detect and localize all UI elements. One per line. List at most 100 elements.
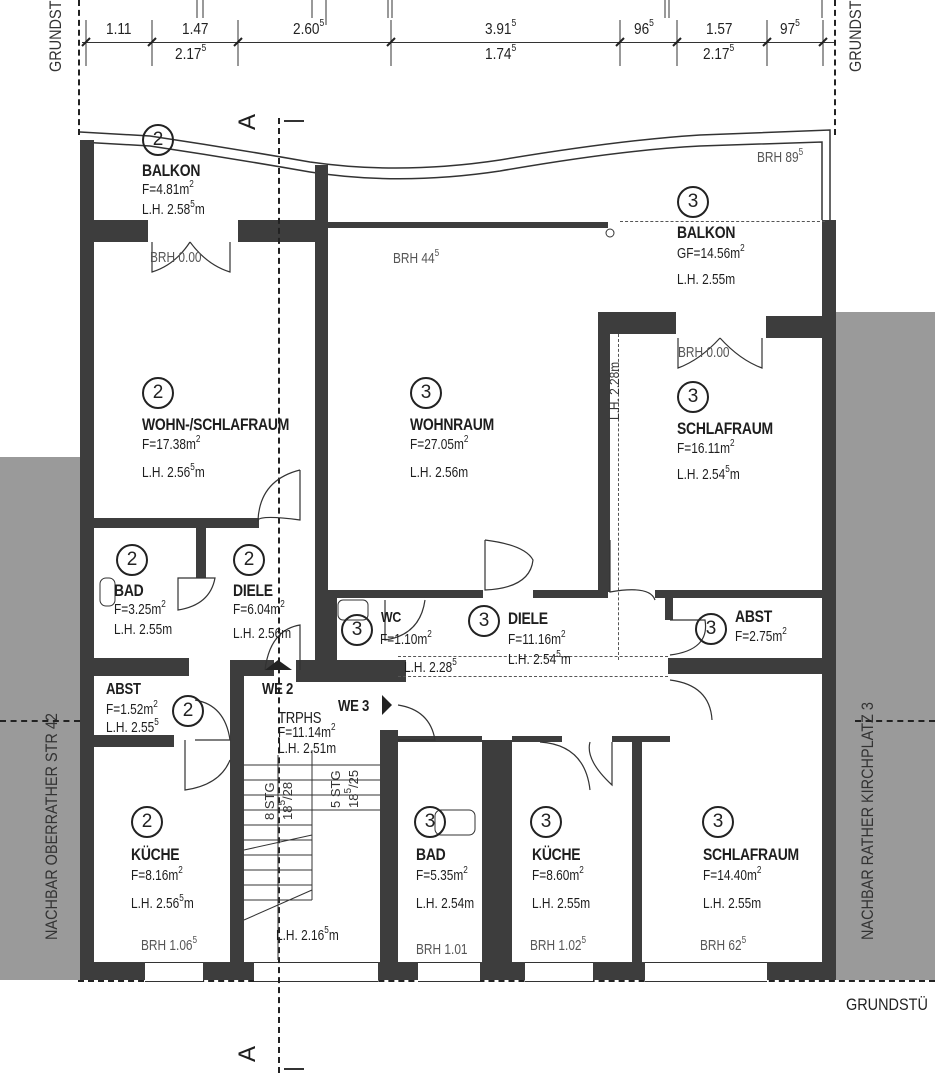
wall-balcony-upper-2 xyxy=(238,220,328,242)
area-value: F=14.40m xyxy=(703,868,757,884)
wall-flur-bottom-3 xyxy=(612,736,670,742)
brh-value: BRH 1.06 xyxy=(141,938,193,954)
stair-ratio-sup: 5 xyxy=(277,799,288,806)
wall-abst3-bottom xyxy=(668,658,826,674)
room-area-balkon-3: GF=14.56m2 xyxy=(677,243,745,262)
room-area-schlafraum-3b: F=14.40m2 xyxy=(703,865,761,884)
dashed-line-vertical-lh xyxy=(618,334,619,660)
room-name-diele-3: DIELE xyxy=(508,609,548,628)
room-area-diele-3: F=11.16m2 xyxy=(508,629,566,648)
room-height-bad-3: L.H. 2.54m xyxy=(416,896,475,912)
wall-wohnschlaf-bottom xyxy=(94,518,259,528)
boundary-label-bottom-right: GRUNDSTÜ xyxy=(846,995,928,1014)
window-bad3 xyxy=(418,962,480,982)
height-sup: 5 xyxy=(179,893,184,904)
area-sup: 2 xyxy=(330,722,336,733)
brh-label-wohnraum: BRH 445 xyxy=(393,248,439,267)
balcony-railing xyxy=(79,129,831,220)
room-height-balkon-2: L.H. 2.585m xyxy=(142,199,205,218)
area-value: F=3.25m xyxy=(114,602,162,618)
unit-marker-wohnschlaf-2: 2 xyxy=(142,377,174,409)
dimension-1: 1.11 xyxy=(106,21,131,39)
dashed-line-diele3-1 xyxy=(398,656,668,657)
area-sup: 2 xyxy=(782,626,787,637)
room-height-kueche-3: L.H. 2.55m xyxy=(532,896,591,912)
wall-flur-bottom-2 xyxy=(512,736,562,742)
area-sup: 2 xyxy=(161,599,166,610)
dimension-sup: 5 xyxy=(729,43,735,54)
area-sup: 2 xyxy=(427,629,432,640)
room-name-schlafraum-3a: SCHLAFRAUM xyxy=(677,419,773,438)
room-name-bad-3: BAD xyxy=(416,845,446,864)
height-unit: m xyxy=(729,467,740,483)
height-sup: 5 xyxy=(190,462,195,473)
dimension-sup: 5 xyxy=(649,18,654,29)
dimension-4: 3.915 xyxy=(485,18,516,39)
area-sup: 2 xyxy=(178,865,183,876)
room-area-diele-2: F=6.04m2 xyxy=(233,599,285,618)
brh-sup: 5 xyxy=(741,935,747,946)
area-value: F=11.14m xyxy=(278,725,331,741)
area-value: F=27.05m xyxy=(410,437,464,453)
wall-bad3-right xyxy=(482,740,512,962)
brh-value: BRH 1.02 xyxy=(530,938,582,954)
wall-left-exterior xyxy=(80,140,94,980)
room-height-diele-3: L.H. 2.545m xyxy=(508,649,571,668)
area-value: F=17.38m xyxy=(142,437,196,453)
room-area-abst-3: F=2.75m2 xyxy=(735,626,787,645)
area-value: F=8.60m xyxy=(532,868,580,884)
brh-sup: 5 xyxy=(798,147,804,158)
room-name-abst-3: ABST xyxy=(735,607,772,626)
room-name-kueche-2: KÜCHE xyxy=(131,845,180,864)
room-name-wohnraum-3: WOHNRAUM xyxy=(410,415,494,434)
room-height-bad-2: L.H. 2.55m xyxy=(114,622,173,638)
room-area-kueche-2: F=8.16m2 xyxy=(131,865,183,884)
unit-marker-kueche-2: 2 xyxy=(131,806,163,838)
room-name-schlafraum-3b: SCHLAFRAUM xyxy=(703,845,799,864)
area-value: F=5.35m xyxy=(416,868,464,884)
section-tick-top xyxy=(284,120,304,122)
dimension-6: 1.57 xyxy=(706,21,732,39)
dimension-sup: 5 xyxy=(795,18,800,29)
brh-value: BRH 89 xyxy=(757,150,799,166)
boundary-line-left xyxy=(78,0,80,135)
unit-marker-bad-3: 3 xyxy=(414,806,446,838)
dimension-value: 3.91 xyxy=(485,21,512,38)
wall-mid-vertical-2 xyxy=(598,312,610,592)
wall-mid-vertical-1 xyxy=(315,165,328,680)
stair-steps: 5 STG xyxy=(328,770,343,808)
unit-marker-abst-3: 3 xyxy=(695,613,727,645)
window-trphs xyxy=(254,962,378,982)
unit-marker-kueche-3: 3 xyxy=(530,806,562,838)
unit-marker-diele-2: 2 xyxy=(233,544,265,576)
room-name-kueche-3: KÜCHE xyxy=(532,845,581,864)
room-area-wohnschlaf-2: F=17.38m2 xyxy=(142,434,200,453)
dimension-value: 97 xyxy=(780,21,796,38)
dimension-sup: 5 xyxy=(511,43,517,54)
area-sup: 2 xyxy=(740,243,745,254)
room-area-trphs: F=11.14m2 xyxy=(278,722,336,741)
unit-marker-balkon-2: 2 xyxy=(142,124,174,156)
room-height-schlafraum-3a: L.H. 2.545m xyxy=(677,464,740,483)
dimension-value: 96 xyxy=(634,21,650,38)
height-sup: 5 xyxy=(324,925,329,936)
dimension-value: 2.17 xyxy=(703,46,730,63)
height-unit: m xyxy=(194,465,205,481)
brh-label-schlafraum-3b: BRH 625 xyxy=(700,935,747,954)
wall-balkon3-bottom-right xyxy=(766,316,826,338)
room-name-wc-3: WC xyxy=(381,609,402,626)
dimension-sup: 5 xyxy=(201,43,207,54)
room-height-kueche-2: L.H. 2.565m xyxy=(131,893,194,912)
window-schlaf3 xyxy=(645,962,767,982)
room-height2-trphs: L.H. 2.165m xyxy=(276,925,339,944)
dashed-line-balkon3 xyxy=(620,221,825,222)
wall-wohnraum-bottom xyxy=(328,590,483,598)
unit-marker-bad-2: 2 xyxy=(116,544,148,576)
stair-label-1: 8 STG xyxy=(262,782,277,820)
area-sup: 2 xyxy=(189,179,194,190)
height-unit: m xyxy=(328,928,339,944)
room-name-bad-2: BAD xyxy=(114,581,144,600)
entrance-we3: WE 3 xyxy=(338,698,370,715)
brh-sup: 5 xyxy=(581,935,587,946)
